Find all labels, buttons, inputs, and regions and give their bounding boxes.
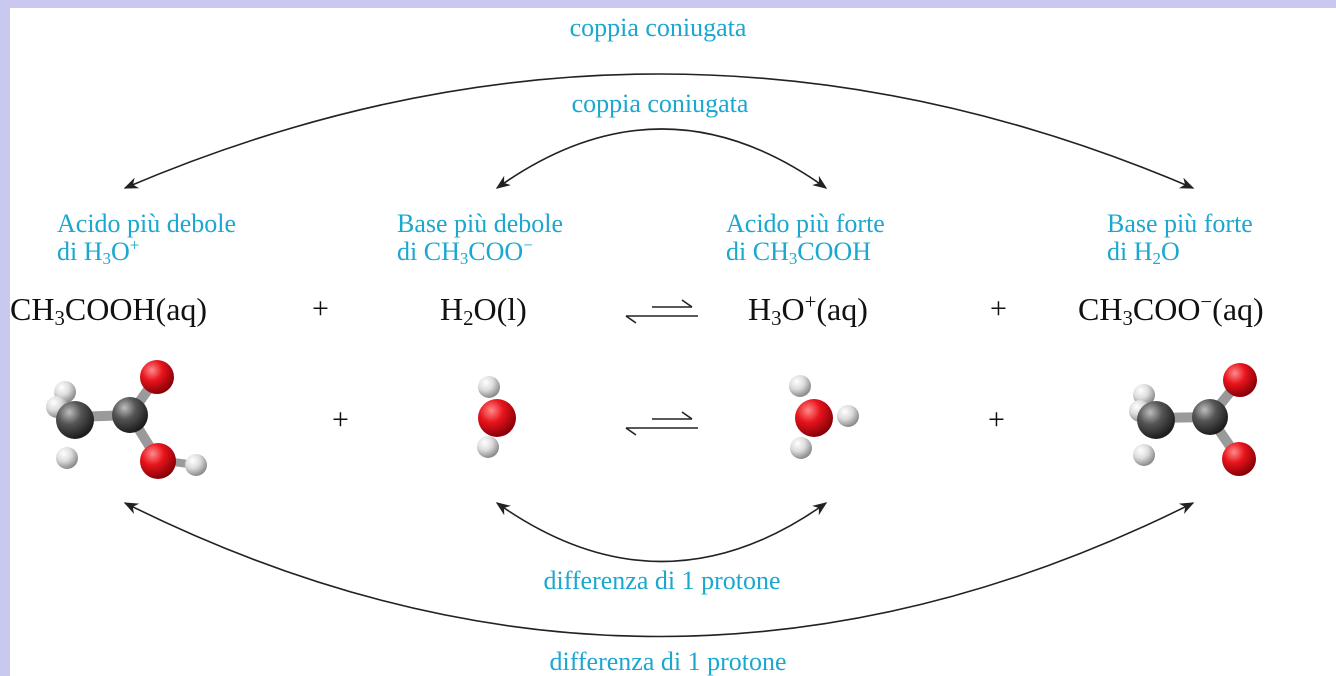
- frame-top: [0, 0, 1336, 8]
- desc-line2: di H2O: [1107, 237, 1180, 269]
- arc-bottom-outer: [123, 502, 1195, 638]
- acetic-acid-molecule-icon: [46, 360, 207, 479]
- hydronium-molecule-icon: [789, 375, 859, 459]
- desc-weaker-base: Base più debole di CH3COO−: [397, 209, 564, 269]
- plus-sign: +: [988, 403, 1005, 436]
- desc-line2: di CH3COOH: [726, 237, 871, 269]
- arc-label-bottom-inner: differenza di 1 protone: [543, 566, 781, 595]
- desc-line2: di H3O+: [57, 235, 140, 269]
- water-molecule-icon: [477, 376, 516, 458]
- frame-left: [0, 0, 10, 676]
- desc-stronger-base: Base più forte di H2O: [1107, 209, 1253, 269]
- arc-bottom-inner: [495, 502, 828, 563]
- desc-stronger-acid: Acido più forte di CH3COOH: [726, 209, 885, 269]
- desc-weaker-acid: Acido più debole di H3O+: [57, 209, 237, 269]
- desc-line1: Acido più forte: [726, 209, 885, 238]
- formula-hydronium: H3O+(aq): [748, 290, 868, 331]
- desc-line2: di CH3COO−: [397, 235, 533, 269]
- plus-sign: +: [990, 292, 1007, 325]
- desc-line1: Base più forte: [1107, 209, 1253, 238]
- arc-label-top-inner: coppia coniugata: [571, 89, 749, 118]
- arc-label-bottom-outer: differenza di 1 protone: [549, 647, 787, 676]
- desc-line1: Base più debole: [397, 209, 564, 238]
- arc-top-outer: [123, 73, 1195, 189]
- plus-sign: +: [332, 403, 349, 436]
- plus-sign: +: [312, 292, 329, 325]
- desc-line1: Acido più debole: [57, 209, 237, 238]
- formula-water: H2O(l): [440, 291, 527, 331]
- equilibrium-arrows-icon: [625, 411, 698, 436]
- arc-top-inner: [495, 128, 828, 189]
- acetate-molecule-icon: [1129, 363, 1257, 476]
- formula-acetic-acid: CH3COOH(aq): [10, 291, 208, 331]
- equilibrium-arrows-icon: [625, 299, 698, 324]
- arc-label-top-outer: coppia coniugata: [569, 13, 747, 42]
- formula-acetate: CH3COO−(aq): [1078, 290, 1264, 331]
